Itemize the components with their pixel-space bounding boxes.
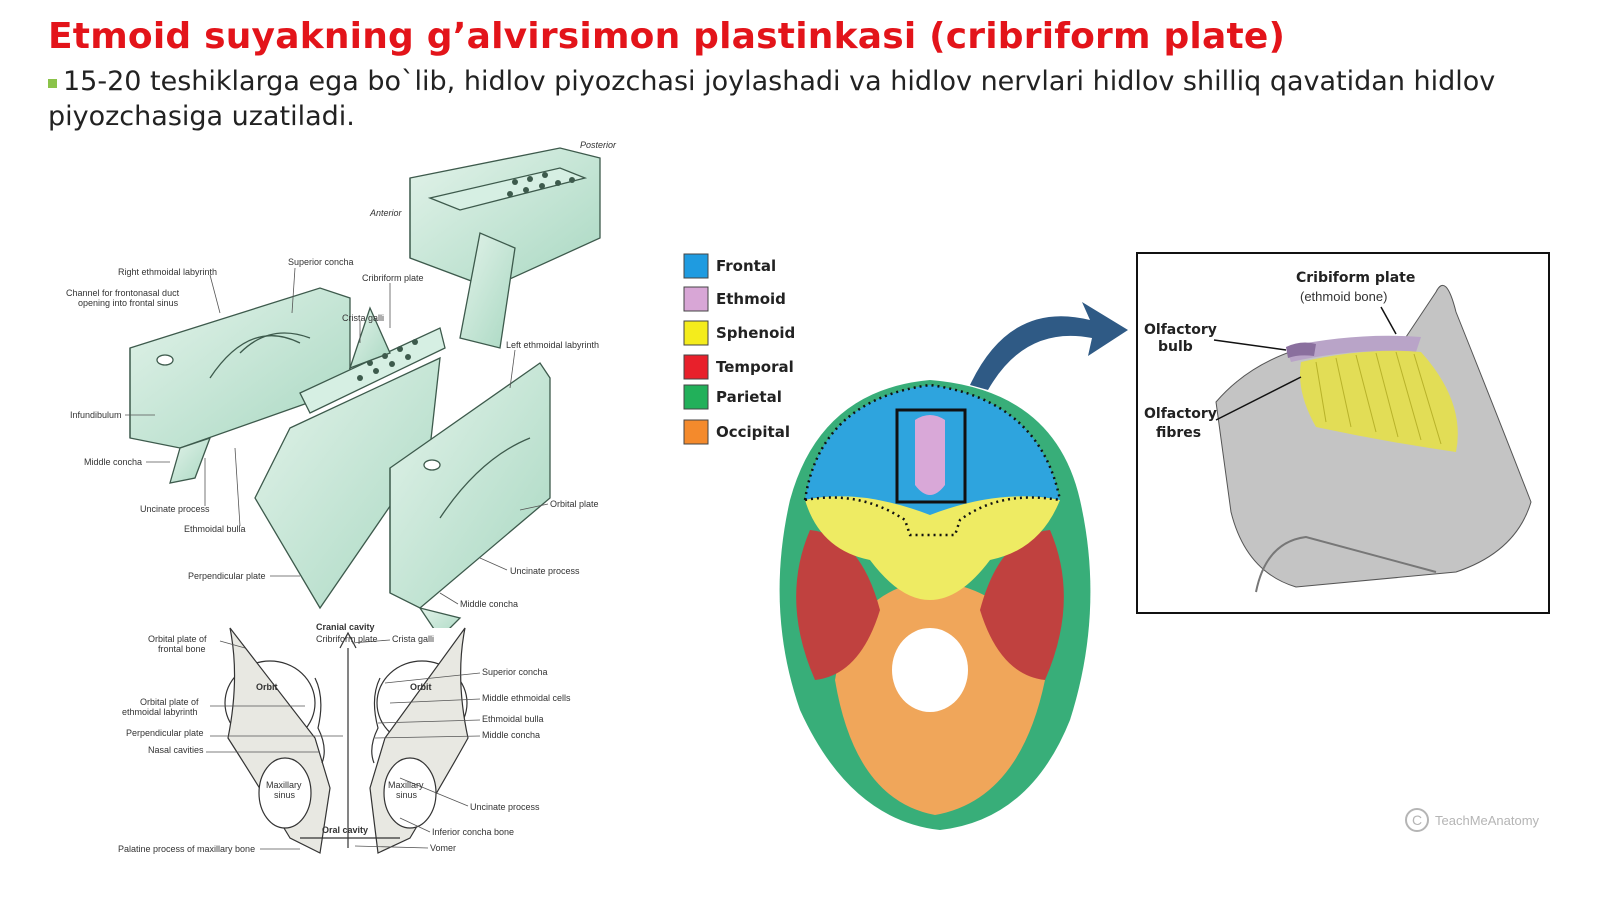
coronal-section: Cranial cavity Cribriform plate Crista g…	[118, 622, 571, 858]
legend-swatch-ethmoid	[683, 286, 709, 312]
legend-swatch-parietal	[683, 384, 709, 410]
label-channel-1: Channel for frontonasal duct	[66, 288, 180, 298]
label-cranial-cavity: Cranial cavity	[316, 622, 375, 632]
slide-body: 15-20 teshiklarga ega bo`lib, hidlov piy…	[48, 64, 1568, 134]
label-maxillary-sinus-r2: sinus	[396, 790, 418, 800]
legend-swatch-frontal	[683, 253, 709, 279]
legend-swatch-occipital	[683, 419, 709, 445]
label-anterior: Anterior	[369, 208, 403, 218]
temporal-right	[980, 530, 1064, 680]
label-coronal-superior-concha: Superior concha	[482, 667, 548, 677]
olfactory-inset: Cribiform plate (ethmoid bone) Olfactory…	[1136, 252, 1550, 614]
ethmoid-bone-diagram: Posterior Anterior Right ethmoidal labyr…	[66, 140, 617, 858]
label-coronal-middle-concha: Middle concha	[482, 730, 540, 740]
label-posterior: Posterior	[580, 140, 617, 150]
label-orbital-plate-frontal-1: Orbital plate of	[148, 634, 207, 644]
label-maxillary-sinus-r1: Maxillary	[388, 780, 424, 790]
legend-label-sphenoid: Sphenoid	[716, 324, 795, 342]
label-ethmoidal-bulla: Ethmoidal bulla	[184, 524, 246, 534]
inset-cribriform-title: Cribiform plate	[1296, 270, 1415, 286]
label-vomer: Vomer	[430, 843, 456, 853]
inset-olfactory-bulb-2: bulb	[1158, 339, 1193, 355]
label-left-labyrinth: Left ethmoidal labyrinth	[506, 340, 599, 350]
sphenoid-region	[805, 492, 1060, 600]
label-middle-concha-r: Middle concha	[460, 599, 518, 609]
label-coronal-uncinate: Uncinate process	[470, 802, 540, 812]
watermark: C TeachMeAnatomy	[1405, 808, 1539, 832]
legend-label-ethmoid: Ethmoid	[716, 290, 786, 308]
label-right-labyrinth: Right ethmoidal labyrinth	[118, 267, 217, 277]
skull-base-diagram	[779, 302, 1128, 830]
copyright-icon: C	[1405, 808, 1429, 832]
label-middle-concha: Middle concha	[84, 457, 142, 467]
legend-label-parietal: Parietal	[716, 388, 782, 406]
label-orbital-plate: Orbital plate	[550, 499, 599, 509]
left-labyrinth	[389, 362, 551, 640]
bullet-marker	[48, 79, 57, 88]
label-infundibulum: Infundibulum	[70, 410, 122, 420]
label-orbital-plate-frontal-2: frontal bone	[158, 644, 206, 654]
inset-olfactory-bulb-1: Olfactory	[1144, 322, 1217, 338]
legend-label-frontal: Frontal	[716, 257, 776, 275]
temporal-left	[796, 530, 880, 680]
label-cribriform-plate: Cribriform plate	[362, 273, 424, 283]
legend-label-occipital: Occipital	[716, 423, 790, 441]
label-uncinate-process: Uncinate process	[140, 504, 210, 514]
label-oral-cavity: Oral cavity	[322, 825, 368, 835]
inset-olfactory-fibres-1: Olfactory	[1144, 406, 1217, 422]
label-orbit-left: Orbit	[256, 682, 278, 692]
label-coronal-cribriform: Cribriform plate	[316, 634, 378, 644]
label-middle-ethmoidal-cells: Middle ethmoidal cells	[482, 693, 571, 703]
label-nasal-cavities: Nasal cavities	[148, 745, 204, 755]
label-inferior-concha-bone: Inferior concha bone	[432, 827, 514, 837]
posterior-block	[409, 147, 601, 349]
label-orbital-plate-ethmoid-2: ethmoidal labyrinth	[122, 707, 198, 717]
cribriform-plate-shape	[1286, 335, 1421, 362]
label-orbital-plate-ethmoid-1: Orbital plate of	[140, 697, 199, 707]
slide-title: Etmoid suyakning g’alvirsimon plastinkas…	[48, 16, 1286, 57]
bone-color-legend: Frontal Ethmoid Sphenoid Temporal Pariet…	[683, 253, 795, 445]
right-labyrinth	[129, 287, 351, 484]
ethmoid-region	[915, 415, 945, 495]
label-maxillary-sinus-l2: sinus	[274, 790, 296, 800]
ethmoid-highlight-box	[895, 408, 967, 504]
label-orbit-right: Orbit	[410, 682, 432, 692]
label-superior-concha: Superior concha	[288, 257, 354, 267]
label-maxillary-sinus-l1: Maxillary	[266, 780, 302, 790]
inset-cribriform-sub: (ethmoid bone)	[1300, 289, 1387, 304]
label-coronal-crista-galli: Crista galli	[392, 634, 434, 644]
legend-swatch-temporal	[683, 354, 709, 380]
watermark-text: TeachMeAnatomy	[1435, 812, 1540, 828]
label-coronal-ethmoidal-bulla: Ethmoidal bulla	[482, 714, 544, 724]
label-crista-galli: Crista galli	[342, 313, 384, 323]
label-channel-2: opening into frontal sinus	[78, 298, 179, 308]
perpendicular-plate	[254, 306, 446, 610]
curved-arrow-icon	[970, 302, 1128, 390]
label-palatine-process: Palatine process of maxillary bone	[118, 844, 255, 854]
inset-olfactory-fibres-2: fibres	[1156, 425, 1201, 441]
legend-label-temporal: Temporal	[716, 358, 794, 376]
label-uncinate-process-r: Uncinate process	[510, 566, 580, 576]
legend-swatch-sphenoid	[683, 320, 709, 346]
slide-body-text: 15-20 teshiklarga ega bo`lib, hidlov piy…	[48, 66, 1496, 132]
label-coronal-perpendicular: Perpendicular plate	[126, 728, 204, 738]
label-perpendicular-plate: Perpendicular plate	[188, 571, 266, 581]
